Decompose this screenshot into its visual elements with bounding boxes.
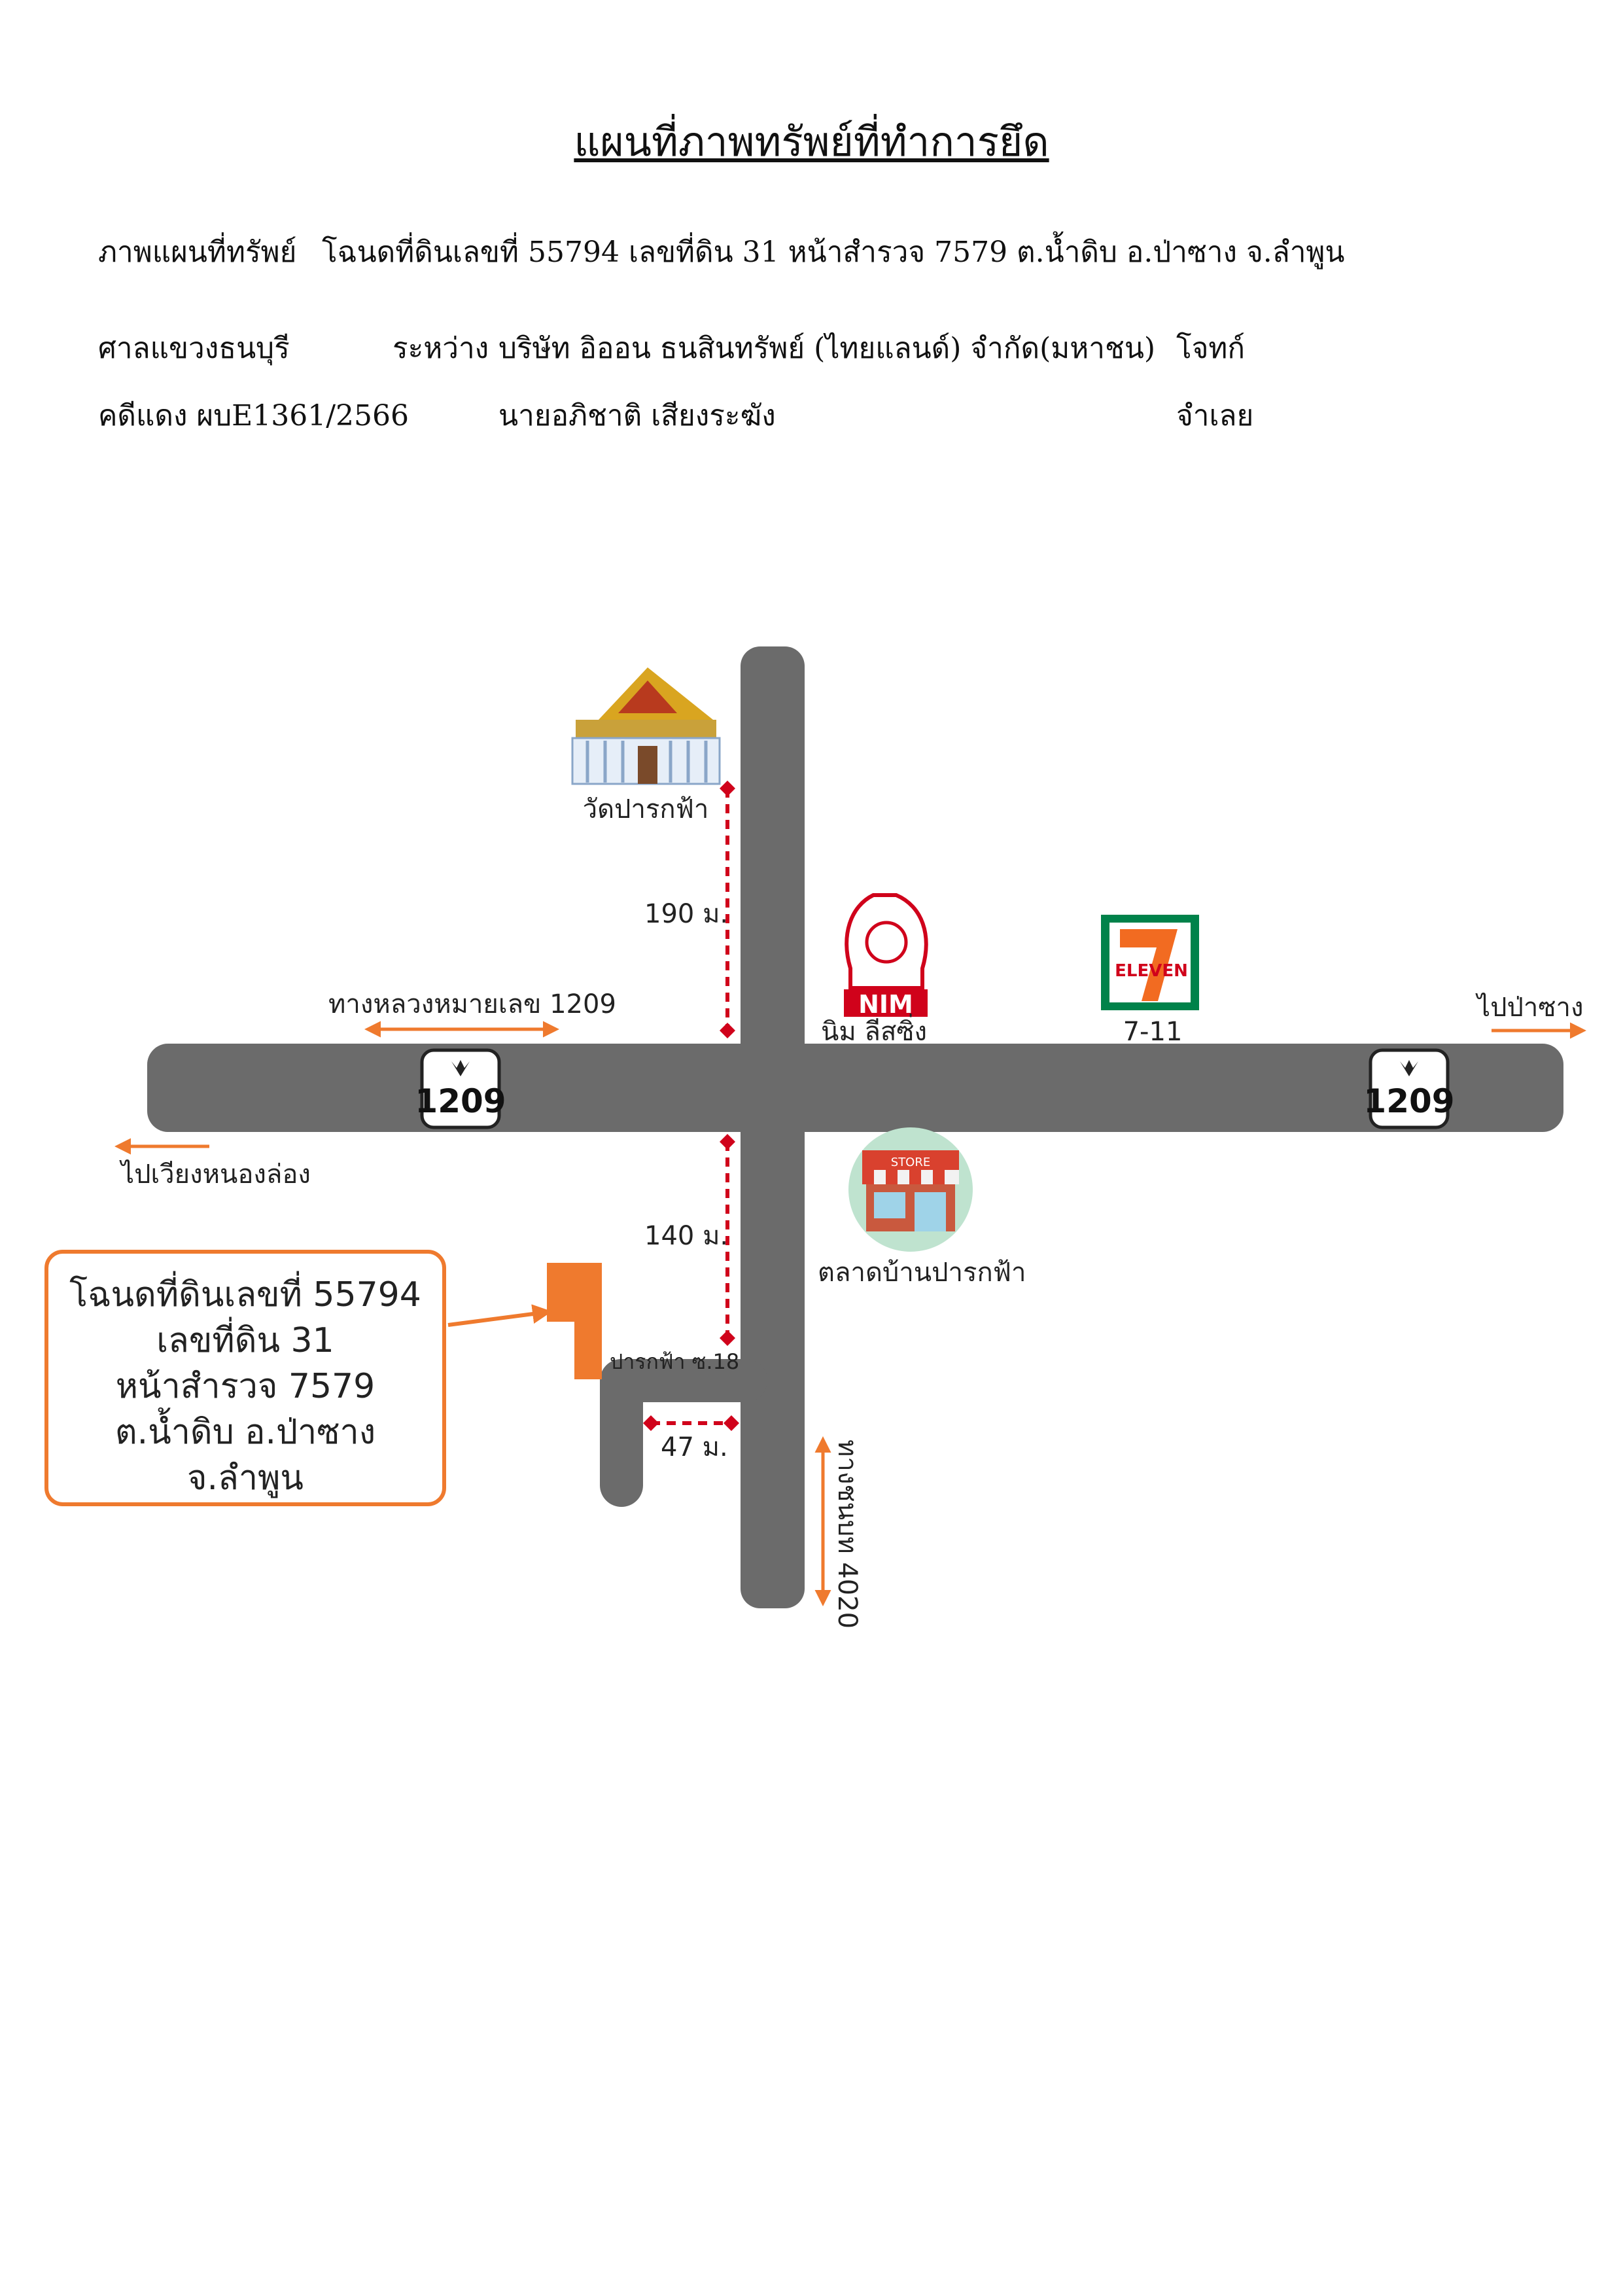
property-parcel-marker [547,1263,602,1379]
callout-pointer-line [447,1304,552,1327]
soi-label: ปารกฟ้า ซ.18 [610,1349,739,1374]
callout-province: จ.ลำพูน [187,1458,304,1498]
seven-eleven-logo-icon [1101,915,1199,1010]
page-title: แผนที่ภาพทรัพย์ที่ทำการยึด [574,118,1049,166]
main-vertical-road [741,646,805,1608]
highway-shield-left-icon [420,1048,501,1129]
distance-south: 140 ม. [644,1221,728,1251]
plaintiff-role: โจทก์ [1176,332,1246,365]
callout-land-number: เลขที่ดิน 31 [156,1321,334,1360]
nim-logo-text: NIM [858,990,913,1019]
north-marker-bottom [720,1023,735,1038]
highway-label: ทางหลวงหมายเลข 1209 [328,989,616,1019]
shield-right-number: 1209 [1363,1082,1454,1120]
callout-deed-number: โฉนดที่ดินเลขที่ 55794 [69,1275,421,1315]
market-label: ตลาดบ้านปารกฟ้า [818,1258,1026,1288]
distance-north: 190 ม. [644,899,728,929]
callout-subdistrict: ต.น้ำดิบ อ.ป่าซาง [114,1413,376,1452]
to-wiang-label: ไปเวียงหนองล่อง [119,1159,311,1190]
soi-marker-right [724,1415,739,1431]
distance-soi: 47 ม. [661,1432,728,1462]
to-pasang-label: ไปป่าซาง [1475,993,1584,1023]
north-marker-top [720,781,735,796]
property-callout-box: โฉนดที่ดินเลขที่ 55794 เลขที่ดิน 31 หน้า… [44,1250,446,1506]
south-marker-top [720,1134,735,1150]
market-store-icon [848,1127,973,1252]
nim-logo-icon [844,893,928,1017]
south-marker-bottom [720,1330,735,1346]
nim-label: นิม ลีสซิ่ง [821,1014,927,1047]
case-number: คดีแดง ผบE1361/2566 [98,399,410,433]
temple-icon [571,667,721,785]
route-4020-label: ทางชนบท 4020 [832,1439,862,1629]
defendant-name: นายอภิชาติ เสียงระฆัง [498,399,776,433]
seven-eleven-label: 7-11 [1123,1017,1183,1047]
shield-left-number: 1209 [415,1082,506,1120]
plaintiff-name: บริษัท อิออน ธนสินทรัพย์ (ไทยแลนด์) จำกั… [498,332,1156,365]
callout-survey-page: หน้าสำรวจ 7579 [115,1367,375,1406]
highway-1209-road [147,1044,1563,1132]
court-name: ศาลแขวงธนบุรี [98,332,290,365]
seven-eleven-logo-text: ELEVEN [1115,961,1188,981]
soi-marker-left [643,1415,659,1431]
between-label: ระหว่าง [393,332,489,365]
property-value: โฉนดที่ดินเลขที่ 55794 เลขที่ดิน 31 หน้า… [322,236,1345,269]
soi-18-road [600,1359,767,1507]
temple-label: วัดปารกฟ้า [583,794,709,824]
property-label: ภาพแผนที่ทรัพย์ [98,236,297,269]
defendant-role: จำเลย [1176,399,1254,433]
store-sign-text: STORE [891,1156,930,1169]
highway-shield-right-icon [1369,1048,1450,1129]
